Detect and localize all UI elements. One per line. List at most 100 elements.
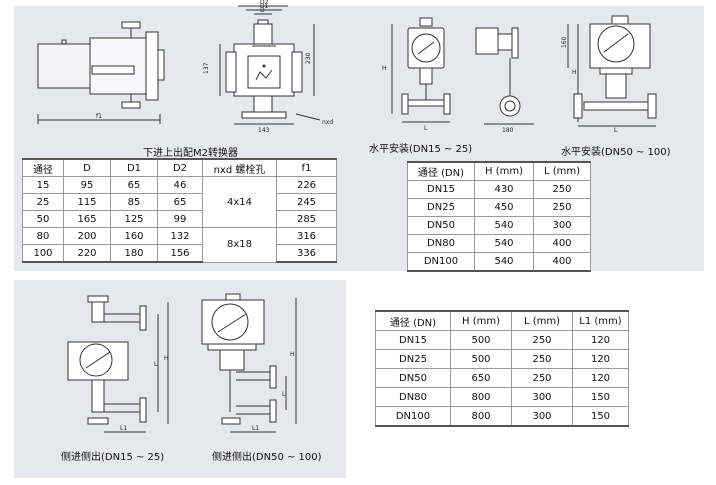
label-l-small: L [424, 125, 428, 132]
cell: 300 [511, 406, 573, 427]
cell: DN80 [375, 387, 451, 407]
header-l1: L1 (mm) [572, 310, 629, 331]
cell: 500 [450, 330, 512, 350]
cell: 120 [572, 349, 629, 369]
cell: DN25 [375, 349, 451, 369]
cell-d: 220 [63, 244, 111, 263]
cell-f1: 285 [276, 210, 337, 228]
cell: 540 [474, 234, 534, 253]
label-l-large: L [614, 127, 618, 134]
cell: 250 [511, 349, 573, 369]
cell-f1: 336 [276, 244, 337, 263]
cell-bolt-group: 4x14 [202, 176, 277, 228]
label-nxd: nxd [322, 119, 333, 126]
table-header-row: 通径 (DN) H (mm) L (mm) L1 (mm) [375, 310, 629, 331]
cell-dn: 50 [22, 210, 64, 228]
cell: 250 [533, 198, 591, 217]
label-160-large: 160 [561, 36, 568, 48]
cell-d: 115 [63, 193, 111, 211]
cell-d1: 180 [110, 244, 158, 263]
header-h: H (mm) [450, 310, 512, 331]
side-large-drawing: L H L1 [201, 293, 297, 433]
cell: 300 [511, 387, 573, 407]
table-row: 15 95 65 46 4x14 226 [22, 176, 337, 228]
cell-d: 200 [63, 227, 111, 245]
cell: 300 [533, 216, 591, 235]
label-230: 230 [305, 52, 312, 64]
cell: 150 [572, 387, 629, 407]
cell-d2: 65 [157, 193, 203, 211]
cell-dn: 80 [22, 227, 64, 245]
caption-horizontal-small: 水平安装(DN15 ~ 25) [369, 144, 473, 155]
cell: DN100 [375, 406, 451, 427]
label-d: D [260, 7, 265, 14]
cell-f1: 226 [276, 176, 337, 194]
horizontal-large-drawing: 160 H L [561, 15, 657, 134]
cell-d2: 156 [157, 244, 203, 263]
table-row: 25 115 85 65 245 [22, 193, 337, 211]
header-dn: 通径 (DN) [375, 310, 451, 331]
header-l: L (mm) [533, 161, 591, 181]
m2-converter-drawing: D2 D1 D f1 137 230 143 nxd [37, 0, 333, 134]
label-h-small: H [382, 65, 387, 72]
table-header-row: 通径 D D1 D2 nxd 螺栓孔 f1 [22, 158, 337, 177]
side-small-drawing: L H L1 [67, 295, 169, 433]
header-dn: 通径 (DN) [407, 161, 475, 181]
label-143: 143 [258, 127, 270, 134]
caption-side-small: 侧进侧出(DN15 ~ 25) [61, 452, 165, 463]
table-row: 50 165 125 99 285 [22, 210, 337, 228]
caption-side-large: 侧进侧出(DN50 ~ 100) [212, 452, 322, 463]
cell: 250 [533, 180, 591, 199]
label-l-side-small: L [154, 361, 158, 368]
cell-f1: 245 [276, 193, 337, 211]
header-h: H (mm) [474, 161, 534, 181]
cell: 120 [572, 330, 629, 350]
cell-d1: 125 [110, 210, 158, 228]
cell: 400 [533, 234, 591, 253]
cell-bolt-group: 8x18 [202, 227, 277, 263]
cell-d1: 160 [110, 227, 158, 245]
horizontal-small-drawing: H L 180 [382, 17, 534, 134]
label-d1: D1 [260, 3, 269, 10]
cell-dn: 15 [22, 176, 64, 194]
cell: 400 [533, 252, 591, 272]
label-h-large: H [572, 69, 577, 76]
label-l1-side-small: L1 [120, 425, 127, 432]
cell: 120 [572, 368, 629, 388]
cell: 430 [474, 180, 534, 199]
cell-d2: 46 [157, 176, 203, 194]
cell: 150 [572, 406, 629, 427]
label-l-side-large: L [282, 391, 286, 398]
cell: DN25 [407, 198, 475, 217]
cell-d1: 85 [110, 193, 158, 211]
header-d1: D1 [110, 158, 158, 177]
caption-m2-converter: 下进上出配M2转换器 [143, 148, 238, 159]
cell-d: 95 [63, 176, 111, 194]
cell: DN50 [375, 368, 451, 388]
cell: 500 [450, 349, 512, 369]
cell-d2: 132 [157, 227, 203, 245]
table-row: 100 220 180 156 336 [22, 244, 337, 263]
label-h-side-small: H [164, 355, 169, 362]
cell: DN50 [407, 216, 475, 235]
cell: 250 [511, 330, 573, 350]
caption-horizontal-large: 水平安装(DN50 ~ 100) [561, 147, 671, 158]
cell-d1: 65 [110, 176, 158, 194]
header-dn: 通径 [22, 158, 64, 177]
label-h-side-large: H [290, 351, 295, 358]
flange-table: 通径 D D1 D2 nxd 螺栓孔 f1 15 95 65 46 4x14 2… [22, 158, 337, 263]
cell: 800 [450, 387, 512, 407]
header-d: D [63, 158, 111, 177]
header-l: L (mm) [511, 310, 573, 331]
header-bolt: nxd 螺栓孔 [202, 158, 277, 177]
cell-d: 165 [63, 210, 111, 228]
cell: 540 [474, 252, 534, 272]
